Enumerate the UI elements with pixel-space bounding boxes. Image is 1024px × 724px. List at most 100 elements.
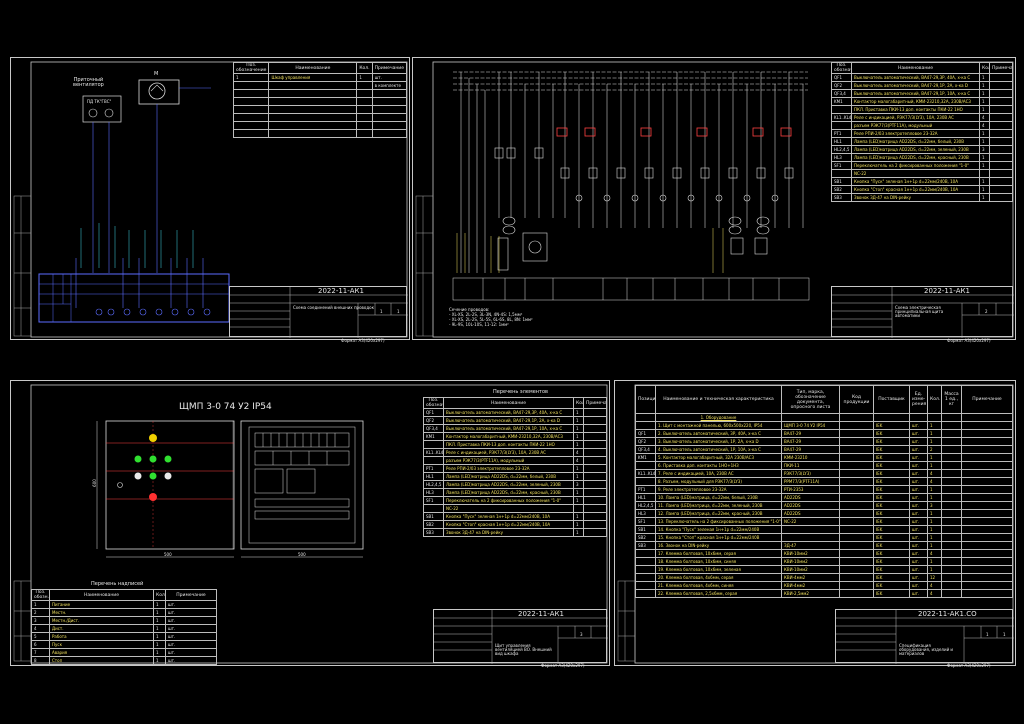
spec-pos: HL2,4,5 — [635, 501, 656, 510]
spec-name: 15. Кнопка "Стоп" красная 1н+1р d=22мм/2… — [655, 533, 782, 542]
parts-pos: HL3 — [423, 488, 444, 497]
parts-qty — [979, 169, 990, 178]
spec-name: 14. Кнопка "Пуск" зеленая 1н+1р d=22мм/2… — [655, 525, 782, 534]
spec-mass — [941, 461, 962, 470]
parts-note — [989, 161, 1013, 170]
parts-note — [583, 464, 607, 473]
parts-qty: 1 — [979, 81, 990, 90]
parts-note — [583, 456, 607, 465]
legend-note: в комплекте — [371, 81, 408, 90]
spec-type: КВИ-10мм2 — [781, 549, 840, 558]
spec-note — [961, 565, 1013, 574]
parts-pos: KL1..KL4 — [831, 113, 852, 122]
parts-name: Выключатель автоматический, ВА47-29,1P, … — [443, 424, 574, 433]
label-qty: 1 — [153, 640, 166, 649]
spec-qty: 1 — [927, 453, 942, 462]
spec-supplier: IEK — [873, 469, 910, 478]
spec-mass — [941, 469, 962, 478]
spec-note — [961, 461, 1013, 470]
label-qty: 1 — [153, 648, 166, 657]
spec-pos: QF3,4 — [635, 445, 656, 454]
parts-pos: HL1 — [831, 137, 852, 146]
spec-name: 1. Щит с монтажной панелью, 600х500х220,… — [655, 421, 782, 430]
sheet1-sheet-number: 1 — [380, 309, 383, 314]
labels-table-title: Перечень надписей — [91, 581, 144, 587]
parts-qty: 1 — [573, 464, 584, 473]
spec-header-note: Примечание — [961, 385, 1013, 414]
labels-header-note: Примечание — [165, 589, 217, 601]
spec-supplier: IEK — [873, 509, 910, 518]
label-note: шт. — [165, 632, 217, 641]
label-name: Дист. — [49, 624, 154, 633]
spec-pos: SF1 — [635, 517, 656, 526]
sheet3-drawing-desc: Щит управления вентиляцией ВО. Внешний в… — [495, 643, 552, 656]
spec-name: 4. Выключатель автоматический, 1P, 10А, … — [655, 445, 782, 454]
parts-name: Лампа (LED)матрица AD22DS, d=22мм, красн… — [443, 488, 574, 497]
parts-note — [989, 177, 1013, 186]
parts-name: Кнопка "Стоп" красная 1н+1р d=22мм/240В,… — [851, 185, 980, 194]
label-qty: 1 — [153, 616, 166, 625]
spec-qty: 1 — [927, 485, 942, 494]
legend-note: шт. — [371, 73, 408, 82]
sheet3-titleblock: 2022-11-АК1 Щит управления вентиляцией В… — [433, 609, 608, 664]
parts-qty: 1 — [979, 177, 990, 186]
spec-name: 5. Контактор малогабаритный, 32А 230В/АС… — [655, 453, 782, 462]
sheet-schematic: Сечение проводов: - XL-XS, 2L-2S, 3L-3N,… — [412, 57, 1016, 343]
spec-name: 17. Клемма болтовая, 10х6мм, серая — [655, 549, 782, 558]
label-note: шт. — [165, 648, 217, 657]
spec-qty: 4 — [927, 469, 942, 478]
parts-name: Кнопка "Пуск" зеленая 1н+1р d=22мм/240В,… — [443, 512, 574, 521]
parts-note — [583, 432, 607, 441]
spec-mass — [941, 429, 962, 438]
spec-supplier: IEK — [873, 429, 910, 438]
spec-supplier: IEK — [873, 581, 910, 590]
spec-pos: PT1 — [635, 485, 656, 494]
parts-note — [989, 89, 1013, 98]
parts-name: разъем РЭК77/3(PTF11A), модульный — [851, 121, 980, 130]
spec-unit: шт. — [909, 501, 928, 510]
spec-type: КМИ-23210 — [781, 453, 840, 462]
spec-supplier: IEK — [873, 533, 910, 542]
parts-pos: SB3 — [831, 193, 852, 202]
sheet3-drawing-code: 2022-11-АК1 — [518, 610, 564, 618]
spec-mass — [941, 525, 962, 534]
spec-code — [839, 501, 874, 510]
spec-code — [839, 557, 874, 566]
legend-pos — [232, 81, 270, 90]
parts-header-note: Примечание — [989, 62, 1013, 74]
parts-qty: 3 — [979, 145, 990, 154]
spec-qty: 4 — [927, 549, 942, 558]
legend-name: Шкаф управления — [268, 73, 358, 82]
spec-type: NC-22 — [781, 517, 840, 526]
sheet-cabinet-layout: ЩМП 3-0 74 У2 IP54 500 500 600 Перечень … — [10, 380, 610, 668]
sheet4-sheet-number: 1 — [986, 632, 989, 637]
spec-mass — [941, 477, 962, 486]
label-qty: 1 — [153, 600, 166, 609]
parts-qty: 4 — [573, 448, 584, 457]
spec-type — [781, 533, 840, 542]
spec-mass — [941, 541, 962, 550]
parts-note — [989, 97, 1013, 106]
spec-note — [961, 477, 1013, 486]
labels-header-name: Наименование — [49, 589, 154, 601]
spec-unit: шт. — [909, 557, 928, 566]
wire-note-line: - XL-XS, 2L-2S, 3L-3N, 4N-4S: 1,5мм² — [449, 312, 523, 317]
wire-note-line: Сечение проводов: — [449, 307, 490, 312]
parts-header-qty: Кол. — [573, 397, 584, 409]
table-row: NC-22 — [423, 504, 607, 513]
spec-pos: KM1 — [635, 453, 656, 462]
parts-name: Выключатель автоматический, ВА47-29,1P, … — [443, 416, 574, 425]
parts-qty: 4 — [979, 121, 990, 130]
spec-header-name: Наименование и техническая характеристик… — [655, 385, 782, 414]
